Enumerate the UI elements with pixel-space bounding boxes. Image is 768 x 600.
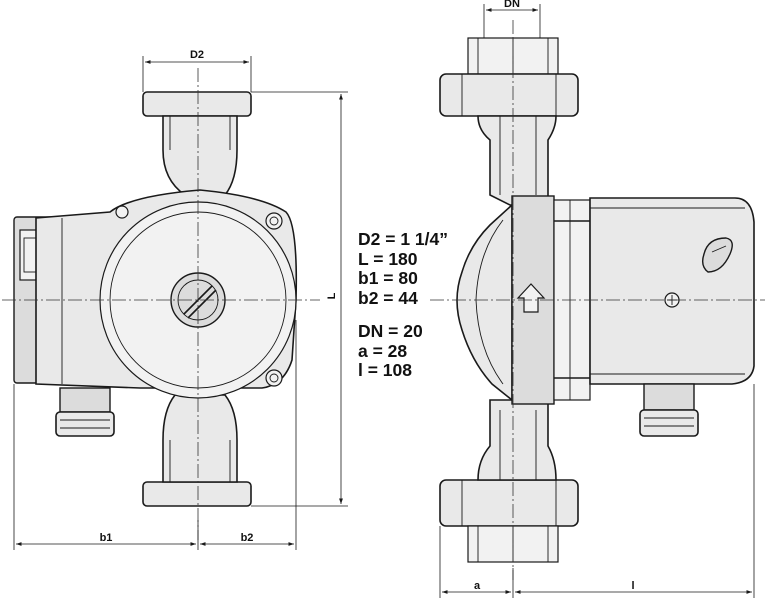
spec-l: L = 180 [358, 248, 418, 269]
screw-left [115, 205, 129, 219]
side-top-pipe [477, 115, 557, 206]
spec-d2: D2 = 1 1/4” [358, 229, 448, 249]
side-bottom-pipe [477, 399, 557, 481]
top-pipe [162, 115, 238, 196]
spec-b2: b2 = 44 [358, 287, 418, 308]
dim-label-a: a [474, 580, 481, 592]
front-view [2, 68, 320, 540]
spec-l-length: l = 108 [358, 360, 413, 380]
flow-arrow-icon [516, 283, 546, 313]
top-flange [142, 91, 252, 117]
dim-label-b1: b1 [100, 532, 113, 544]
side-view [430, 20, 765, 580]
spec-gap [358, 308, 448, 322]
dim-label-b2: b2 [241, 532, 254, 544]
pump-body [456, 203, 513, 402]
bottom-nut [439, 479, 579, 527]
spec-a: a = 28 [358, 340, 408, 361]
cable-gland [59, 387, 111, 413]
spec-b1: b1 = 80 [358, 268, 418, 288]
top-nut [439, 73, 579, 117]
dim-label-l-length: l [631, 580, 634, 592]
screw-bottom [265, 369, 283, 387]
spec-dn: DN = 20 [358, 321, 423, 341]
side-motor-housing [589, 197, 755, 385]
front-dimensions [13, 56, 348, 550]
dim-label-dn: DN [504, 0, 520, 10]
side-cable-gland [643, 383, 695, 411]
side-dimensions [439, 4, 755, 598]
bottom-flange [142, 481, 252, 507]
screw-top [265, 212, 283, 230]
spec-list: D2 = 1 1/4” L = 180 b1 = 80 b2 = 44 DN =… [358, 229, 448, 381]
bottom-pipe [162, 394, 238, 483]
dim-label-l-height: L [326, 292, 338, 299]
dim-label-d2: D2 [190, 49, 204, 61]
